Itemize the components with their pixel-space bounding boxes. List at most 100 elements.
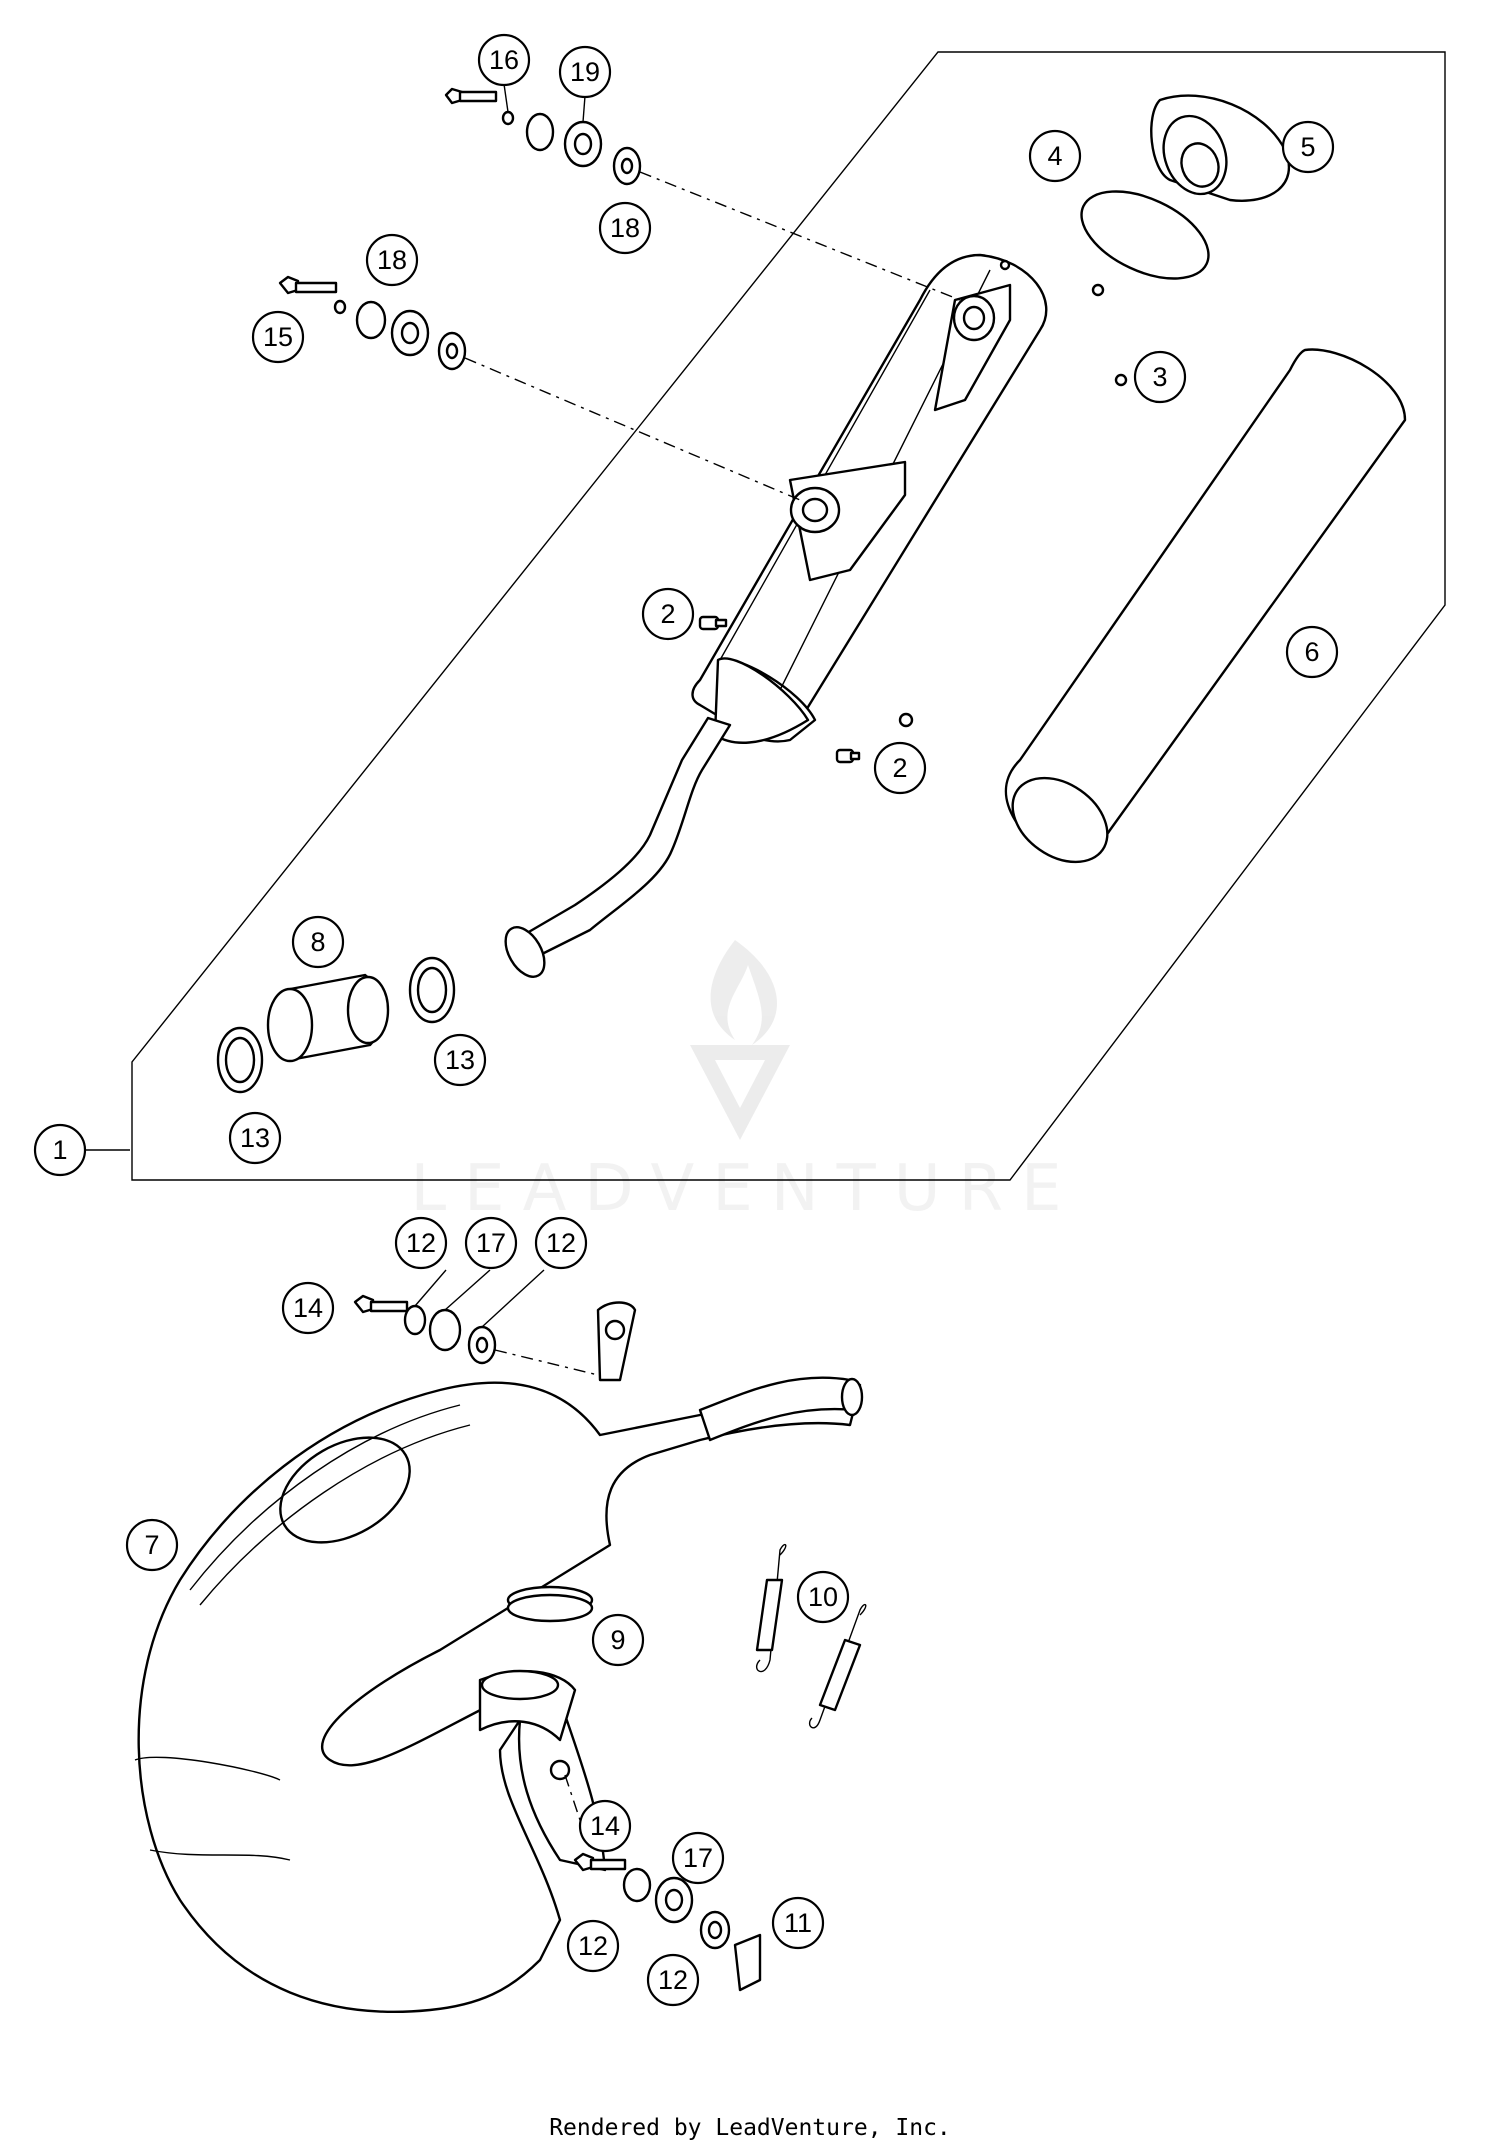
- bushing-18b-hole: [400, 321, 420, 345]
- callout-8-label: 8: [310, 927, 325, 957]
- callout-3: 3: [1133, 350, 1187, 404]
- callout-9: 9: [591, 1613, 645, 1667]
- callout-14b-circle: [578, 1799, 632, 1853]
- callout-5: 5: [1281, 120, 1335, 174]
- callout-14b: 14: [578, 1799, 632, 1853]
- callout-5-circle: [1281, 120, 1335, 174]
- callout-5-label: 5: [1300, 132, 1315, 162]
- washer-18a-hole: [620, 157, 634, 175]
- upper-bracket: [933, 283, 1012, 412]
- callout-16-circle: [477, 33, 531, 87]
- callout-1-label: 1: [52, 1135, 67, 1165]
- callout-17a-circle: [464, 1216, 518, 1270]
- silencer-packing-6: [1004, 348, 1407, 864]
- seal-13b-inner: [416, 966, 448, 1014]
- callout-15-circle: [251, 310, 305, 364]
- callout-19: 19: [558, 45, 612, 99]
- callout-11: 11: [771, 1896, 825, 1950]
- assembly-line-lower: [464, 357, 801, 501]
- rivet-3a: [999, 259, 1011, 271]
- chamber-inlet-end: [480, 1669, 560, 1701]
- bushing-19a: [525, 112, 555, 152]
- callout-9-circle: [591, 1613, 645, 1667]
- callout-12a: 12: [394, 1216, 448, 1270]
- callout-17b-label: 17: [683, 1843, 713, 1873]
- callout-7: 7: [125, 1518, 179, 1572]
- callout-18b-label: 18: [377, 245, 407, 275]
- callout-17a-label: 17: [476, 1228, 506, 1258]
- callout-10-circle: [796, 1570, 850, 1624]
- callout-17a: 17: [464, 1216, 518, 1270]
- callout-19-circle: [558, 45, 612, 99]
- pipe-end: [504, 926, 546, 978]
- callout-2b: 2: [873, 741, 927, 795]
- callout-17b: 17: [671, 1831, 725, 1885]
- connector-8-end: [266, 987, 314, 1063]
- callout-2a-label: 2: [660, 599, 675, 629]
- callout-16-label: 16: [489, 45, 519, 75]
- washer-18b: [355, 300, 387, 340]
- callout-10: 10: [796, 1570, 850, 1624]
- callout-8-circle: [291, 915, 345, 969]
- assembly-line-upper: [639, 171, 961, 301]
- callout-1-circle: [33, 1123, 87, 1177]
- callout-13b-circle: [228, 1111, 282, 1165]
- seal-13a-inner: [224, 1036, 256, 1084]
- bolt-16: [444, 87, 498, 105]
- washer-12c: [622, 1867, 652, 1903]
- watermark-logo: LEADVENTURE: [411, 940, 1080, 1226]
- callout-12b-label: 12: [546, 1228, 576, 1258]
- assembly-boundary: [131, 51, 1446, 1181]
- callout-13a-circle: [433, 1033, 487, 1087]
- watermark-text: LEADVENTURE: [411, 1152, 1080, 1226]
- washer-12b-hole: [475, 1336, 489, 1354]
- expansion-chamber-7: [134, 1301, 864, 2014]
- bushing-17a: [428, 1308, 462, 1352]
- callout-3-label: 3: [1152, 362, 1167, 392]
- springs-10: [755, 1543, 867, 1729]
- callout-12c-label: 12: [578, 1931, 608, 1961]
- lower-bracket: [788, 460, 907, 582]
- callout-12d-label: 12: [658, 1965, 688, 1995]
- washer-12d-hole: [707, 1920, 723, 1940]
- callout-12c: 12: [566, 1919, 620, 1973]
- callout-3-circle: [1133, 350, 1187, 404]
- callout-16: 16: [477, 33, 531, 87]
- callout-11-label: 11: [784, 1908, 812, 1938]
- callout-4: 4: [1028, 129, 1082, 183]
- callout-13a: 13: [433, 1033, 487, 1087]
- o-ring-4: [1080, 190, 1210, 280]
- assembly-line-chamber-upper: [494, 1349, 599, 1376]
- callout-13b: 13: [228, 1111, 282, 1165]
- callout-19-label: 19: [570, 57, 600, 87]
- callout-18b: 18: [365, 233, 419, 287]
- screw-2b: [835, 748, 861, 764]
- washer-15: [333, 299, 347, 315]
- callout-12a-circle: [394, 1216, 448, 1270]
- callout-12a-label: 12: [406, 1228, 436, 1258]
- callout-12d-circle: [646, 1953, 700, 2007]
- footer-credit: Rendered by LeadVenture, Inc.: [549, 2115, 951, 2141]
- callout-2a: 2: [641, 587, 695, 641]
- rivet-3c: [1114, 373, 1128, 387]
- callout-7-label: 7: [144, 1530, 159, 1560]
- callout-14a-label: 14: [293, 1293, 323, 1323]
- callout-4-label: 4: [1047, 141, 1062, 171]
- callout-18b-circle: [365, 233, 419, 287]
- callout-14a-circle: [281, 1281, 335, 1335]
- callout-2a-circle: [641, 587, 695, 641]
- chamber-outlet: [698, 1376, 857, 1442]
- callout-12c-circle: [566, 1919, 620, 1973]
- callout-18a-circle: [598, 201, 652, 255]
- washer-16: [501, 110, 515, 126]
- end-cap-5: [1150, 94, 1291, 202]
- callout-17b-circle: [671, 1831, 725, 1885]
- callout-6-label: 6: [1304, 637, 1319, 667]
- silencer-inlet-pipe: [513, 716, 732, 962]
- callout-6-circle: [1285, 625, 1339, 679]
- rivet-3b: [1091, 283, 1105, 297]
- chamber-mount-hole: [604, 1319, 626, 1341]
- washer-18c-hole: [445, 342, 459, 360]
